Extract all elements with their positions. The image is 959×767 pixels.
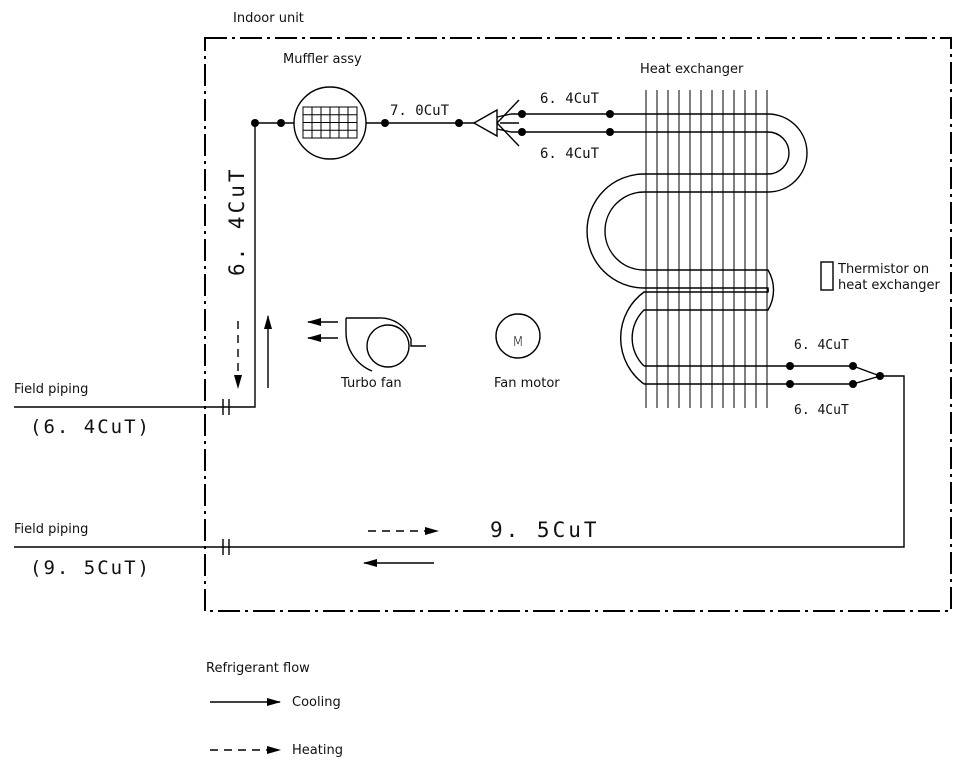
indoor-unit-frame (204, 37, 952, 612)
turbo-fan-label: Turbo fan (340, 376, 402, 391)
legend-title: Refrigerant flow (206, 661, 310, 676)
fan-motor-symbol: M (512, 335, 523, 350)
field-piping-bottom-size: (9. 5CuT) (30, 557, 151, 579)
legend-heating-label: Heating (292, 743, 343, 758)
indoor-unit-label: Indoor unit (233, 11, 304, 26)
field-piping-top-label: Field piping (14, 382, 88, 397)
heat-exchanger-label: Heat exchanger (640, 62, 744, 77)
thermistor-label-line1: Thermistor on (837, 262, 929, 277)
legend: Refrigerant flow Cooling Heating (206, 661, 343, 758)
pipe-size-hx-inlet-bottom: 6. 4CuT (540, 146, 600, 162)
pipe-size-hx-outlet-bottom: 6. 4CuT (794, 403, 849, 418)
distributor (472, 99, 520, 147)
muffler-label: Muffler assy (283, 52, 362, 67)
pipe-size-hx-outlet-top: 6. 4CuT (794, 338, 849, 353)
heat-exchanger (586, 90, 808, 408)
thermistor-sensor (820, 261, 834, 291)
hx-inlet-pipes (511, 110, 768, 136)
field-piping-bottom-label: Field piping (14, 522, 88, 537)
muffler-assy (293, 86, 367, 160)
legend-cooling-label: Cooling (292, 695, 341, 710)
hx-outlet-pipes (14, 362, 905, 555)
fan-motor: M (495, 313, 541, 359)
pipe-size-vertical-left: 6. 4CuT (225, 166, 249, 276)
pipe-size-hx-inlet-top: 6. 4CuT (540, 91, 600, 107)
turbo-fan (345, 317, 426, 372)
pipe-size-muffler-outlet: 7. 0CuT (390, 103, 450, 119)
thermistor-label-line2: heat exchanger (838, 278, 941, 293)
field-piping-top-size: (6. 4CuT) (30, 416, 151, 438)
muffler-outlet-pipe (366, 119, 474, 127)
pipe-size-gas-line: 9. 5CuT (490, 518, 600, 542)
fan-motor-label: Fan motor (494, 376, 560, 391)
liquid-pipe (14, 119, 294, 415)
